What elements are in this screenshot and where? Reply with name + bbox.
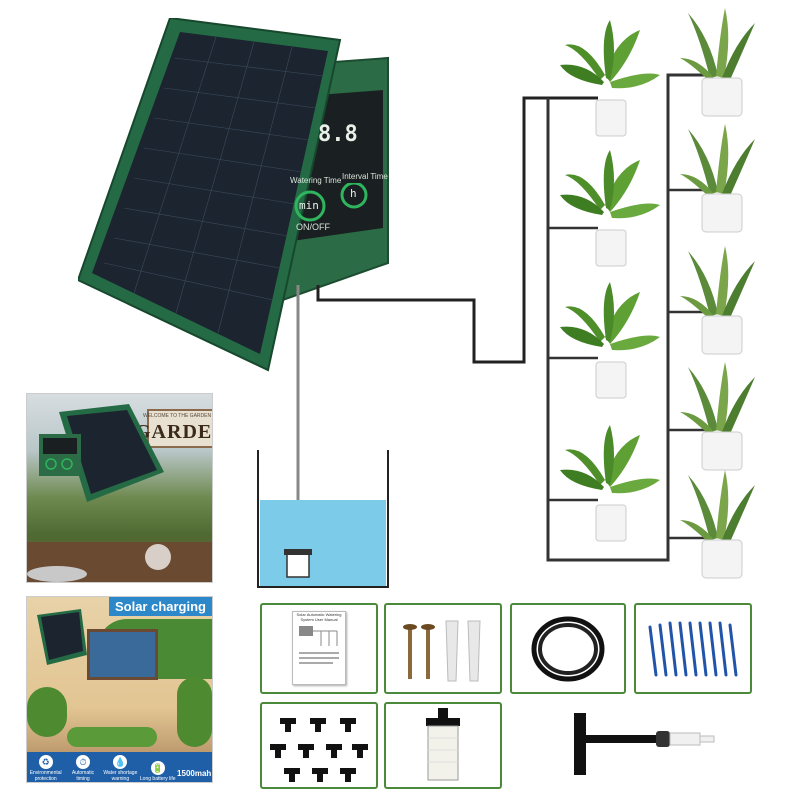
- kit-drip-stakes: [634, 603, 752, 694]
- wall-device: [37, 609, 87, 665]
- manual-title: Solar Automatic Watering System User Man…: [296, 612, 342, 622]
- kit-tubing: [510, 603, 626, 694]
- snake-plant-1: [680, 8, 755, 117]
- pothos-plant-3: [560, 282, 660, 399]
- snake-plant-2: [680, 124, 755, 233]
- tee-connectors: [270, 718, 368, 782]
- wall-photo: Solar charging ♻ Environmental protectio…: [26, 596, 213, 783]
- drip-stakes: [648, 621, 738, 677]
- device-illustration: [78, 18, 389, 372]
- feature-battery: 🔋 Long battery life: [139, 761, 176, 782]
- on-off-label: ON/OFF: [296, 222, 330, 232]
- feature-environmental: ♻ Environmental protection: [29, 755, 62, 782]
- output-tube: [316, 96, 598, 364]
- recycle-icon: ♻: [38, 755, 53, 769]
- h-button[interactable]: h: [350, 187, 357, 200]
- snake-plant-3: [680, 246, 755, 355]
- battery-icon: 🔋: [150, 761, 165, 775]
- solar-charging-banner: Solar charging: [108, 597, 212, 616]
- drip-line: [546, 73, 712, 562]
- kit-tee-connectors: [260, 702, 378, 789]
- water-drop-icon: 💧: [113, 755, 128, 769]
- valve-assembly: [574, 713, 715, 775]
- filter-part: [426, 708, 460, 781]
- pothos-plants: [560, 20, 660, 137]
- feature-timing: ⏱ Automatic timing: [71, 755, 95, 782]
- screws-anchors: [403, 620, 481, 682]
- watering-time-label: Watering Time: [290, 176, 342, 185]
- timer-icon: ⏱: [76, 755, 91, 769]
- kit-manual: Solar Automatic Watering System User Man…: [260, 603, 378, 694]
- feature-bar: ♻ Environmental protection ⏱ Automatic t…: [27, 752, 212, 782]
- water: [260, 500, 386, 586]
- snake-plant-4: [680, 362, 755, 471]
- bucket: [257, 450, 389, 588]
- solar-watering-device: 8.8 Watering Time Interval Time min h ON…: [78, 18, 398, 378]
- filter: [286, 552, 310, 578]
- garden-photo: WELCOME TO THE GARDEN GARDEN: [26, 393, 213, 583]
- kit-screws: [384, 603, 502, 694]
- irrigation-diagram: [257, 73, 712, 588]
- garden-sign: GARDEN: [135, 421, 213, 443]
- tubing-coil: [531, 616, 605, 682]
- manual-diagram: [299, 626, 339, 664]
- garden-sign-small: WELCOME TO THE GARDEN: [143, 413, 212, 419]
- control-buttons: [294, 183, 368, 222]
- battery-capacity: 1500mah: [177, 769, 212, 778]
- interval-time-label: Interval Time: [342, 172, 388, 181]
- pothos-plant-2: [560, 150, 660, 267]
- lcd-display: 8.8: [318, 122, 358, 147]
- feature-water-warning: 💧 Water shortage warning: [103, 755, 138, 782]
- kit-filter: [384, 702, 502, 789]
- pothos-plant-4: [560, 425, 660, 542]
- min-button[interactable]: min: [299, 199, 319, 212]
- garden-device: [39, 404, 164, 502]
- snake-plant-5: [680, 470, 755, 579]
